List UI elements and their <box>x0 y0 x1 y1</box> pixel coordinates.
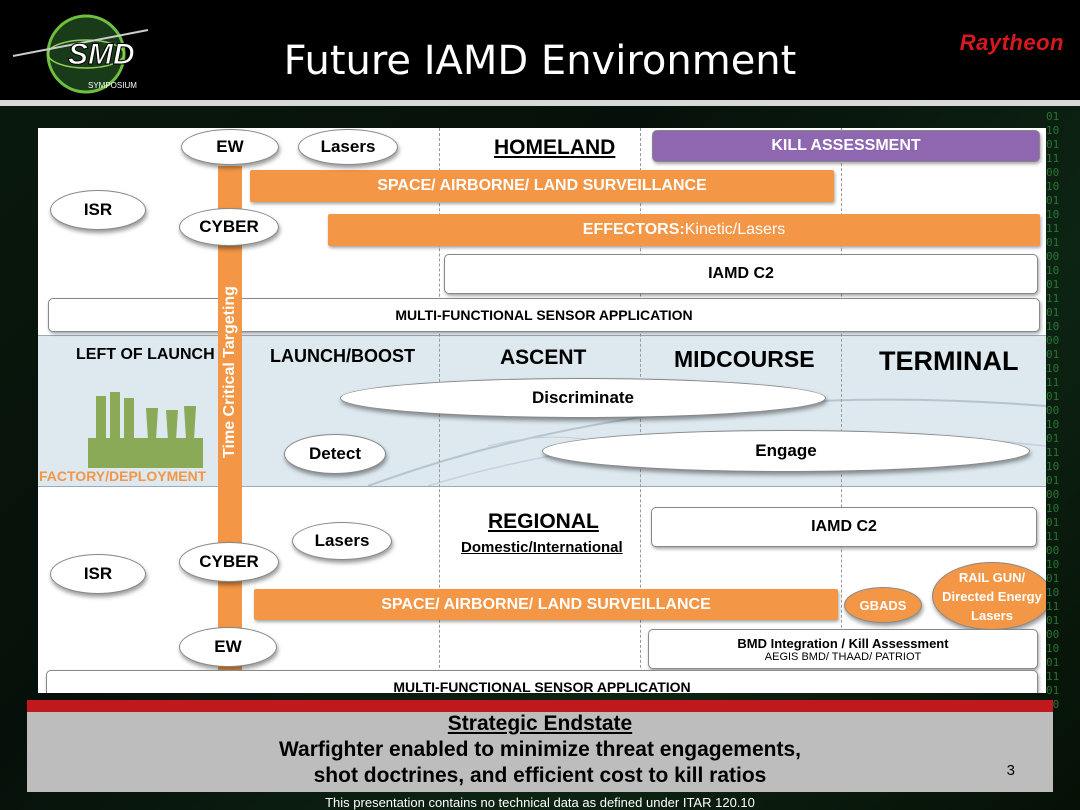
ew-oval-bottom: EW <box>179 627 277 667</box>
factory-deployment-label: FACTORY/DEPLOYMENT <box>39 468 207 484</box>
launch-boost-label: LAUNCH/BOOST <box>270 346 415 366</box>
smd-symposium-logo: SMD SYMPOSIUM <box>12 14 149 94</box>
surveillance-bar-bottom: SPACE/ AIRBORNE/ LAND SURVEILLANCE <box>254 589 838 620</box>
svg-text:SMD: SMD <box>68 38 135 71</box>
engage-oval: Engage <box>542 430 1030 472</box>
header-rule <box>0 100 1080 106</box>
detect-oval: Detect <box>284 434 386 474</box>
factory-icon <box>88 392 203 468</box>
iamd-c2-box-top: IAMD C2 <box>444 254 1038 294</box>
railgun-oval: RAIL GUN/ Directed Energy Lasers <box>932 562 1046 630</box>
binary-code-decoration: 01 10 01 11 00 10 01 10 11 01 00 10 01 1… <box>1046 110 1060 710</box>
itar-footer: This presentation contains no technical … <box>325 795 755 810</box>
iamd-c2-box-bottom: IAMD C2 <box>651 507 1037 547</box>
terminal-label: TERMINAL <box>879 346 1019 376</box>
time-critical-targeting-label: Time Critical Targeting <box>221 286 238 458</box>
endstate-heading: Strategic Endstate <box>447 712 633 735</box>
discriminate-oval: Discriminate <box>340 378 826 418</box>
bmd-integration-box: BMD Integration / Kill Assessment AEGIS … <box>648 629 1038 669</box>
svg-text:SYMPOSIUM: SYMPOSIUM <box>88 81 137 90</box>
railgun-line-1: RAIL GUN/ <box>958 569 1026 585</box>
ascent-label: ASCENT <box>500 346 587 369</box>
effectors-prefix: EFFECTORS: <box>582 221 685 238</box>
slide-title: Future IAMD Environment <box>283 38 797 84</box>
strategic-endstate-box: Strategic Endstate Warfighter enabled to… <box>27 712 1053 792</box>
effectors-suffix: Kinetic/Lasers <box>684 221 786 238</box>
header-bar <box>0 0 1080 100</box>
raytheon-logo: Raytheon <box>959 30 1064 55</box>
mfsa-box-bottom: MULTI-FUNCTIONAL SENSOR APPLICATION <box>46 670 1038 693</box>
endstate-line-1: Warfighter enabled to minimize threat en… <box>279 738 801 761</box>
isr-oval-bottom: ISR <box>50 554 146 594</box>
bmd-integration-subtitle: AEGIS BMD/ THAAD/ PATRIOT <box>764 650 922 663</box>
railgun-line-3: Lasers <box>971 607 1013 623</box>
left-of-launch-label: LEFT OF LAUNCH <box>76 346 215 363</box>
midcourse-label: MIDCOURSE <box>674 346 815 372</box>
cyber-oval-bottom: CYBER <box>179 542 279 582</box>
cyber-oval-top: CYBER <box>179 208 279 246</box>
page-number: 3 <box>1006 762 1015 779</box>
railgun-line-2: Directed Energy <box>942 588 1042 604</box>
time-critical-targeting-bar <box>218 166 242 693</box>
divider-line <box>841 128 842 693</box>
bmd-integration-title: BMD Integration / Kill Assessment <box>737 635 949 651</box>
surveillance-bar-top: SPACE/ AIRBORNE/ LAND SURVEILLANCE <box>250 170 834 202</box>
isr-oval-top: ISR <box>50 190 146 230</box>
endstate-line-2: shot doctrines, and efficient cost to ki… <box>313 764 767 787</box>
kill-assessment-bar: KILL ASSESSMENT <box>652 130 1040 162</box>
lasers-oval-bottom: Lasers <box>292 522 392 560</box>
effectors-bar: EFFECTORS: Kinetic/Lasers <box>328 214 1040 246</box>
regional-label: REGIONAL <box>488 510 599 533</box>
homeland-label: HOMELAND <box>494 136 616 159</box>
lasers-oval-top: Lasers <box>298 129 398 165</box>
ew-oval-top: EW <box>181 129 279 165</box>
domestic-international-label: Domestic/International <box>461 539 623 556</box>
diagram-panel: HOMELAND KILL ASSESSMENT SPACE/ AIRBORNE… <box>38 128 1046 693</box>
mfsa-box-top: MULTI-FUNCTIONAL SENSOR APPLICATION <box>48 298 1040 332</box>
endstate-red-rule <box>27 700 1053 712</box>
gbads-oval: GBADS <box>844 587 922 623</box>
